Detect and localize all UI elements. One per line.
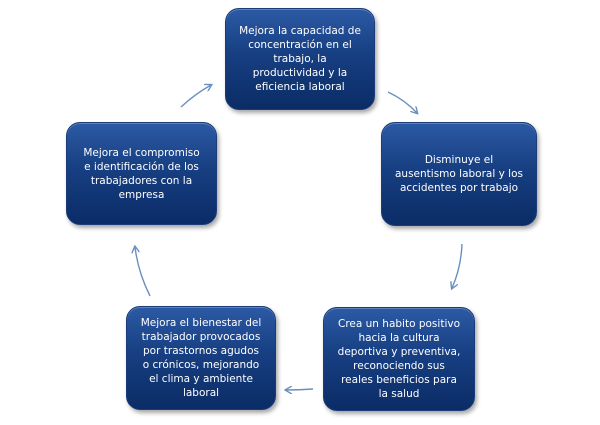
cycle-node-bienestar: Mejora el bienestar del trabajador provo… — [126, 306, 276, 410]
arrow-b5-b1 — [180, 85, 211, 108]
arrow-b1-b2 — [387, 91, 417, 113]
node-text: Mejora la capacidad de concentración en … — [239, 25, 361, 93]
node-text: Crea un habito positivo hacia la cultura… — [337, 318, 461, 400]
cycle-node-concentracion: Mejora la capacidad de concentración en … — [225, 8, 375, 110]
node-text: Mejora el compromiso e identificación de… — [83, 146, 200, 201]
arrow-b2-b3 — [452, 243, 463, 288]
arrow-b3-b4 — [286, 389, 314, 390]
arrow-b4-b5 — [135, 247, 151, 297]
cycle-node-ausentismo: Disminuye el ausentismo laboral y los ac… — [381, 122, 537, 226]
cycle-node-compromiso: Mejora el compromiso e identificación de… — [66, 122, 217, 225]
cycle-node-habito-positivo: Crea un habito positivo hacia la cultura… — [323, 307, 475, 411]
node-text: Mejora el bienestar del trabajador provo… — [140, 317, 262, 399]
node-text: Disminuye el ausentismo laboral y los ac… — [395, 154, 523, 194]
